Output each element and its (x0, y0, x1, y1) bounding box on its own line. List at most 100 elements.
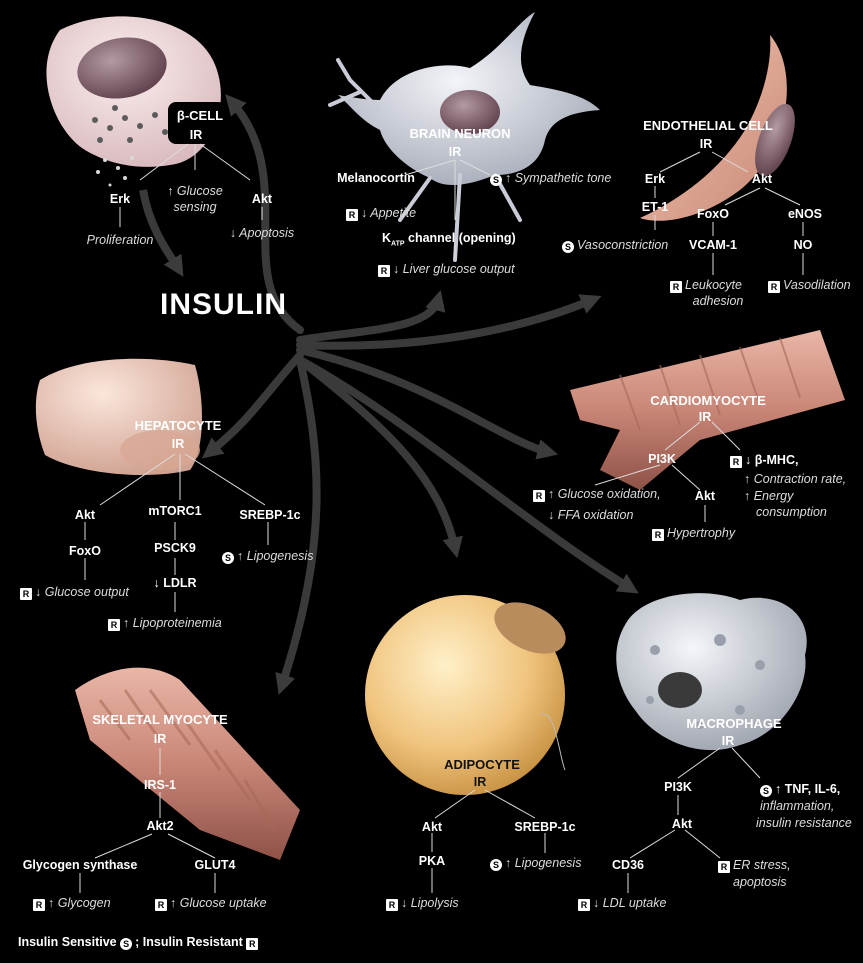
resistant-badge: R (670, 281, 682, 293)
resistant-badge: R (155, 899, 167, 911)
endo-erk: Erk (645, 172, 665, 187)
mac-akt: Akt (672, 817, 692, 832)
resistant-badge: R (386, 899, 398, 911)
mac-tnf: S↑ TNF, IL-6, (760, 782, 840, 797)
hep-ldlr: ↓ LDLR (153, 576, 196, 591)
endo-vcam: VCAM-1 (689, 238, 737, 253)
resistant-badge: R (718, 861, 730, 873)
hepatocyte-illustration (36, 359, 202, 475)
beta-glucose-sensing-1: ↑ Glucose (167, 184, 223, 199)
macrophage-title: MACROPHAGE (686, 716, 781, 731)
skeletal-title: SKELETAL MYOCYTE (92, 712, 227, 727)
beta-glucose-sensing-2: sensing (173, 200, 216, 215)
neuron-appetite: R↓ Appetite (346, 206, 416, 221)
endo-adhesion: adhesion (693, 294, 744, 309)
adip-srebp: SREBP-1c (514, 820, 575, 835)
adip-lipolysis: R↓ Lipolysis (386, 896, 459, 911)
cardio-ffa-ox: ↓ FFA oxidation (548, 508, 633, 523)
cardiomyocyte-title: CARDIOMYOCYTE (650, 393, 766, 408)
neuron-title: BRAIN NEURON (409, 126, 510, 141)
legend-resistant-label: Insulin Resistant (143, 935, 243, 949)
resistant-badge: R (730, 456, 742, 468)
endo-akt: Akt (752, 172, 772, 187)
neuron-sympathetic: S↑ Sympathetic tone (490, 171, 611, 186)
cardio-glucose-ox: R↑ Glucose oxidation, (533, 487, 661, 502)
hep-psck9: PSCK9 (154, 541, 196, 556)
neuron-melanocortin: Melanocortin (337, 171, 415, 186)
hep-akt: Akt (75, 508, 95, 523)
mac-apoptosis: apoptosis (733, 875, 787, 890)
mac-pi3k: PI3K (664, 780, 692, 795)
skeletal-glycogen-synthase: Glycogen synthase (23, 858, 138, 873)
resistant-badge: R (378, 265, 390, 277)
mac-cd36: CD36 (612, 858, 644, 873)
skeletal-akt2: Akt2 (146, 819, 173, 834)
resistant-badge: R (108, 619, 120, 631)
mac-inflammation: inflammation, (760, 799, 834, 814)
cardio-energy-1: ↑ Energy (744, 489, 793, 504)
endothelial-title: ENDOTHELIAL CELL (643, 118, 773, 133)
hep-lipogenesis: S↑ Lipogenesis (222, 549, 313, 564)
endo-no: NO (794, 238, 813, 253)
sensitive-badge: S (490, 859, 502, 871)
mac-insulin-resistance: insulin resistance (756, 816, 852, 831)
beta-cell-illustration (46, 16, 226, 186)
adip-pka: PKA (419, 854, 445, 869)
beta-cell-title: β-CELL (177, 108, 223, 123)
sensitive-badge: S (120, 938, 132, 950)
skeletal-myocyte-illustration (75, 668, 300, 860)
resistant-badge: R (533, 490, 545, 502)
neuron-ir: IR (449, 145, 462, 160)
skeletal-glucose-uptake: R↑ Glucose uptake (155, 896, 267, 911)
hep-foxo: FoxO (69, 544, 101, 559)
resistant-badge: R (33, 899, 45, 911)
legend: Insulin Sensitive S; Insulin Resistant R (18, 935, 261, 950)
hepatocyte-ir: IR (172, 437, 185, 452)
adip-akt: Akt (422, 820, 442, 835)
beta-cell-ir: IR (190, 128, 203, 143)
adipocyte-ir: IR (474, 775, 487, 790)
resistant-badge: R (652, 529, 664, 541)
beta-proliferation: Proliferation (87, 233, 154, 248)
resistant-badge: R (246, 938, 258, 950)
mac-ldl: R↓ LDL uptake (578, 896, 666, 911)
endothelial-ir: IR (700, 137, 713, 152)
hep-lipoproteinemia: R↑ Lipoproteinemia (108, 616, 222, 631)
neuron-katp: KATP channel (opening) (382, 231, 516, 252)
adipocyte-title: ADIPOCYTE (444, 757, 520, 772)
macrophage-ir: IR (722, 734, 735, 749)
hep-srebp: SREBP-1c (239, 508, 300, 523)
endo-foxo: FoxO (697, 207, 729, 222)
skeletal-ir: IR (154, 732, 167, 747)
sensitive-badge: S (490, 174, 502, 186)
sensitive-badge: S (222, 552, 234, 564)
resistant-badge: R (578, 899, 590, 911)
beta-apoptosis: ↓ Apoptosis (230, 226, 294, 241)
sensitive-badge: S (760, 785, 772, 797)
hep-glucose-output: R↓ Glucose output (20, 585, 129, 600)
skeletal-glut4: GLUT4 (195, 858, 236, 873)
cardio-bmhc: R↓ β-MHC, (730, 453, 798, 468)
neuron-liver-output: R↓ Liver glucose output (378, 262, 515, 277)
resistant-badge: R (20, 588, 32, 600)
cardio-akt: Akt (695, 489, 715, 504)
cardio-contraction: ↑ Contraction rate, (744, 472, 846, 487)
insulin-label: INSULIN (160, 288, 287, 322)
hepatocyte-title: HEPATOCYTE (135, 418, 222, 433)
endo-et1: ET-1 (642, 200, 668, 215)
skeletal-irs1: IRS-1 (144, 778, 176, 793)
cardio-energy-2: consumption (756, 505, 827, 520)
resistant-badge: R (346, 209, 358, 221)
cardio-pi3k: PI3K (648, 452, 676, 467)
sensitive-badge: S (562, 241, 574, 253)
hep-mtorc1: mTORC1 (148, 504, 201, 519)
beta-akt: Akt (252, 192, 272, 207)
resistant-badge: R (768, 281, 780, 293)
cardio-ir: IR (699, 410, 712, 425)
endo-vasoconstriction: SVasoconstriction (562, 238, 668, 253)
legend-sensitive-label: Insulin Sensitive (18, 935, 117, 949)
